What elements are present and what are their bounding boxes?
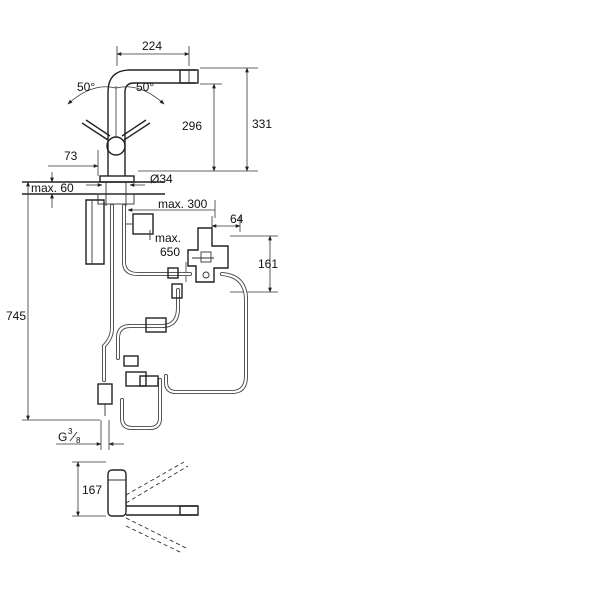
max-300-dimension: max. 300 [125, 197, 216, 240]
countertop: max. 60 [22, 172, 165, 208]
angle-left-label: 50° [77, 80, 95, 94]
dim-296-label: 296 [182, 119, 202, 133]
dim-73-label: 73 [64, 149, 78, 163]
thread-g-label: G [58, 430, 67, 444]
dim-745-label: 745 [6, 309, 26, 323]
dim-167-label: 167 [82, 483, 102, 497]
thread-denominator: 8 [76, 436, 81, 445]
control-box [85, 199, 105, 265]
dim-max-60-label: max. 60 [31, 181, 74, 195]
angle-right-label: 50° [136, 80, 154, 94]
thread-dimension: G 3 8 [56, 420, 124, 450]
dim-745: 745 [6, 181, 100, 421]
valve-unit: 64 161 max. 650 [155, 212, 278, 293]
dim-max-650-line1: max. [155, 231, 181, 245]
top-dimensions: 224 331 296 73 Ø34 [48, 39, 272, 187]
faucet-lever: 50° 50° [67, 80, 165, 156]
dim-161-label: 161 [258, 257, 278, 271]
thread-numerator: 3 [68, 427, 73, 436]
faucet-spout [99, 69, 199, 183]
dim-diameter-label: Ø34 [150, 172, 173, 186]
dim-max-650-line2: 650 [160, 245, 180, 259]
dim-64-label: 64 [230, 212, 244, 226]
dim-max-300-label: max. 300 [158, 197, 208, 211]
dim-331-label: 331 [252, 117, 272, 131]
supply-hoses [97, 204, 248, 430]
dim-224-label: 224 [142, 39, 162, 53]
spout-side-view: 167 [72, 461, 199, 554]
